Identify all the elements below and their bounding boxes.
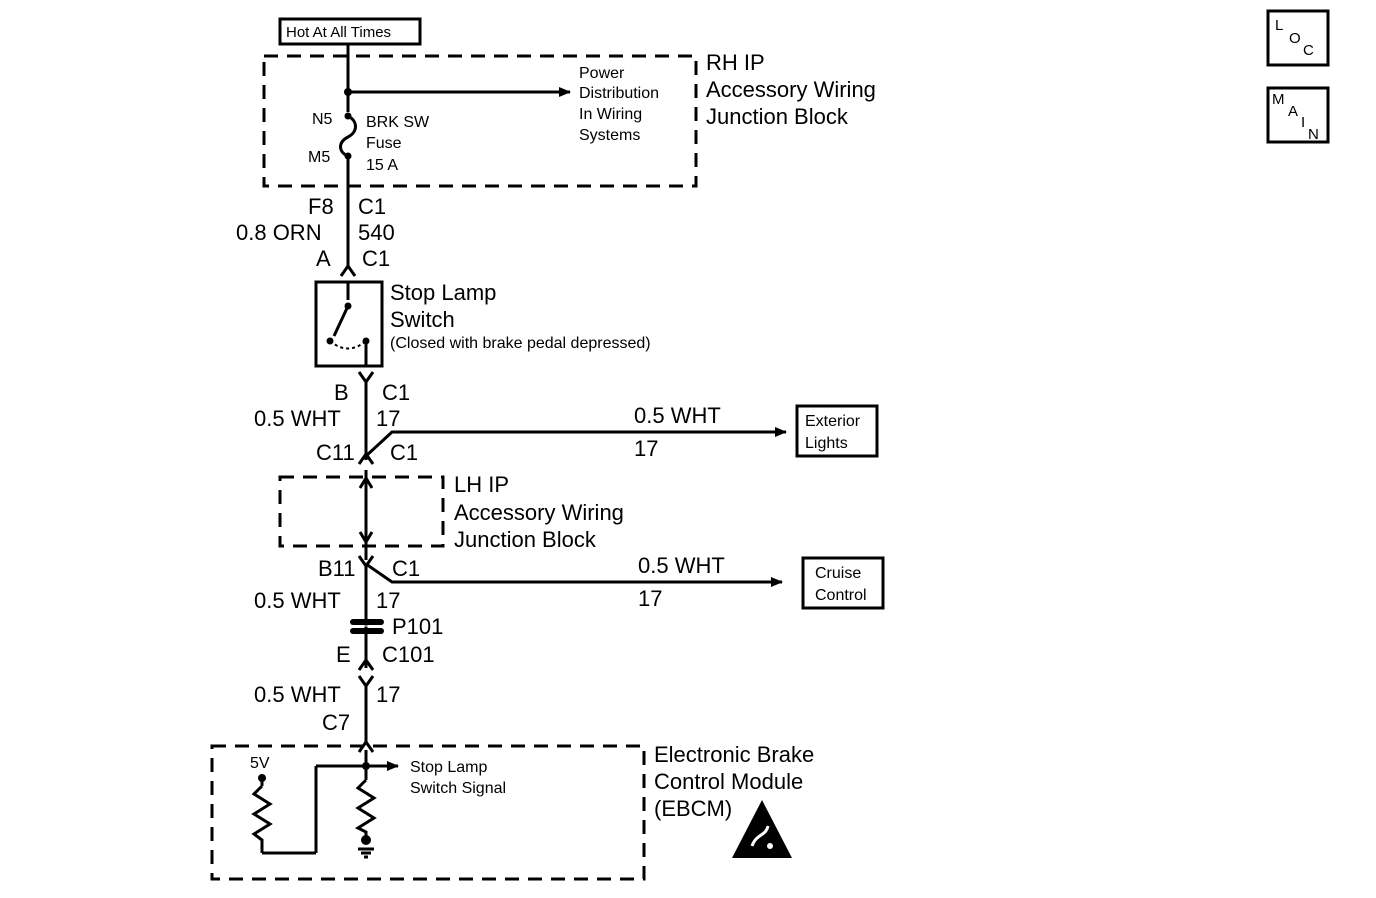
- connector-c101: C101: [382, 642, 435, 667]
- svg-text:(EBCM): (EBCM): [654, 796, 732, 821]
- cruise-control-wire: [365, 562, 783, 587]
- rh-ip-block-title: RH IP Accessory Wiring Junction Block: [706, 50, 876, 129]
- connector-c1: C1: [362, 246, 390, 271]
- esd-warning-icon: [732, 800, 792, 858]
- exterior-lights-label: Exterior: [805, 413, 861, 430]
- connector-c1: C1: [358, 194, 386, 219]
- svg-text:M: M: [1272, 91, 1285, 108]
- circuit-number: 17: [634, 436, 658, 461]
- connector-symbol: [357, 739, 375, 753]
- svg-text:Control Module: Control Module: [654, 769, 803, 794]
- stop-lamp-switch-label: Stop Lamp Switch (Closed with brake peda…: [390, 280, 651, 352]
- circuit-number: 17: [376, 406, 400, 431]
- power-source-label: Hot At All Times: [278, 17, 422, 46]
- pin-c11: C11: [316, 440, 355, 465]
- lh-ip-block-title: LH IP Accessory Wiring Junction Block: [454, 472, 624, 552]
- cruise-control-label: Cruise: [815, 565, 861, 582]
- pin-a: A: [316, 246, 331, 271]
- ebcm-internal-circuit: [251, 750, 399, 859]
- svg-text:O: O: [1289, 30, 1301, 47]
- svg-text:L: L: [1275, 17, 1283, 34]
- svg-text:BRK SW: BRK SW: [366, 114, 430, 131]
- svg-text:15 A: 15 A: [366, 157, 398, 174]
- fuse-pin-m5: M5: [308, 149, 330, 166]
- wire-gauge-color: 0.5 WHT: [638, 553, 725, 578]
- svg-text:Electronic Brake: Electronic Brake: [654, 742, 814, 767]
- ebcm-signal-label: Stop Lamp Switch Signal: [410, 759, 506, 797]
- svg-text:A: A: [1288, 103, 1298, 120]
- wire-gauge-color: 0.8 ORN: [236, 220, 322, 245]
- svg-text:Systems: Systems: [579, 127, 640, 144]
- svg-text:RH IP: RH IP: [706, 50, 765, 75]
- main-button[interactable]: M A I N: [1266, 86, 1330, 144]
- pin-b: B: [334, 380, 349, 405]
- ebcm-title: Electronic Brake Control Module (EBCM): [654, 742, 814, 821]
- svg-text:Fuse: Fuse: [366, 135, 402, 152]
- loc-button[interactable]: L O C: [1266, 9, 1330, 67]
- pin-e: E: [336, 642, 351, 667]
- wire-gauge-color: 0.5 WHT: [254, 588, 341, 613]
- cruise-control-box: [801, 556, 885, 610]
- pin-b11: B11: [318, 556, 356, 581]
- connector-symbol: [339, 263, 357, 277]
- switch-contacts: [326, 283, 370, 365]
- svg-text:Distribution: Distribution: [579, 85, 659, 102]
- svg-text:Stop Lamp: Stop Lamp: [390, 280, 496, 305]
- svg-text:(Closed with brake pedal depre: (Closed with brake pedal depressed): [390, 335, 651, 352]
- svg-text:In Wiring: In Wiring: [579, 106, 642, 123]
- svg-text:Hot At All Times: Hot At All Times: [286, 24, 391, 41]
- rh-ip-junction-block: [262, 54, 698, 188]
- p101-passthrough: [348, 619, 386, 634]
- exterior-lights-label: Lights: [805, 435, 848, 452]
- brk-sw-fuse: [339, 112, 357, 160]
- wire-gauge-color: 0.5 WHT: [254, 682, 341, 707]
- lh-ip-junction-block: [278, 475, 445, 548]
- svg-text:Power: Power: [579, 65, 625, 82]
- ebcm-module: [210, 744, 646, 881]
- power-distribution-label: Power Distribution In Wiring Systems: [579, 65, 659, 144]
- svg-text:LH IP: LH IP: [454, 472, 509, 497]
- svg-text:Switch: Switch: [390, 307, 455, 332]
- circuit-number: 17: [376, 682, 400, 707]
- svg-text:C: C: [1303, 42, 1314, 59]
- svg-text:Stop Lamp: Stop Lamp: [410, 759, 487, 776]
- wire-gauge-color: 0.5 WHT: [634, 403, 721, 428]
- svg-text:N: N: [1308, 126, 1319, 143]
- circuit-number: 17: [376, 588, 400, 613]
- splice-p101: P101: [392, 614, 443, 639]
- svg-text:Junction Block: Junction Block: [454, 527, 597, 552]
- pin-f8: F8: [308, 194, 334, 219]
- connector-c7: C7: [322, 710, 350, 735]
- svg-text:Accessory Wiring: Accessory Wiring: [454, 500, 624, 525]
- connector-c1: C1: [392, 556, 420, 581]
- connector-symbol: [357, 657, 375, 671]
- arrow-up: [358, 475, 374, 489]
- circuit-number: 540: [358, 220, 395, 245]
- exterior-lights-box: [795, 404, 879, 458]
- fuse-label: BRK SW Fuse 15 A: [366, 114, 430, 174]
- wire-gauge-color: 0.5 WHT: [254, 406, 341, 431]
- svg-text:I: I: [1301, 114, 1305, 131]
- svg-text:Switch Signal: Switch Signal: [410, 780, 506, 797]
- fuse-pin-n5: N5: [312, 111, 333, 128]
- connector-c1: C1: [382, 380, 410, 405]
- voltage-reference: 5V: [250, 755, 270, 772]
- cruise-control-label: Control: [815, 587, 867, 604]
- svg-text:Accessory Wiring: Accessory Wiring: [706, 77, 876, 102]
- arrow-down: [358, 531, 374, 545]
- svg-text:Junction Block: Junction Block: [706, 104, 849, 129]
- exterior-lights-wire: [364, 427, 787, 458]
- connector-c1: C1: [390, 440, 418, 465]
- circuit-number: 17: [638, 586, 662, 611]
